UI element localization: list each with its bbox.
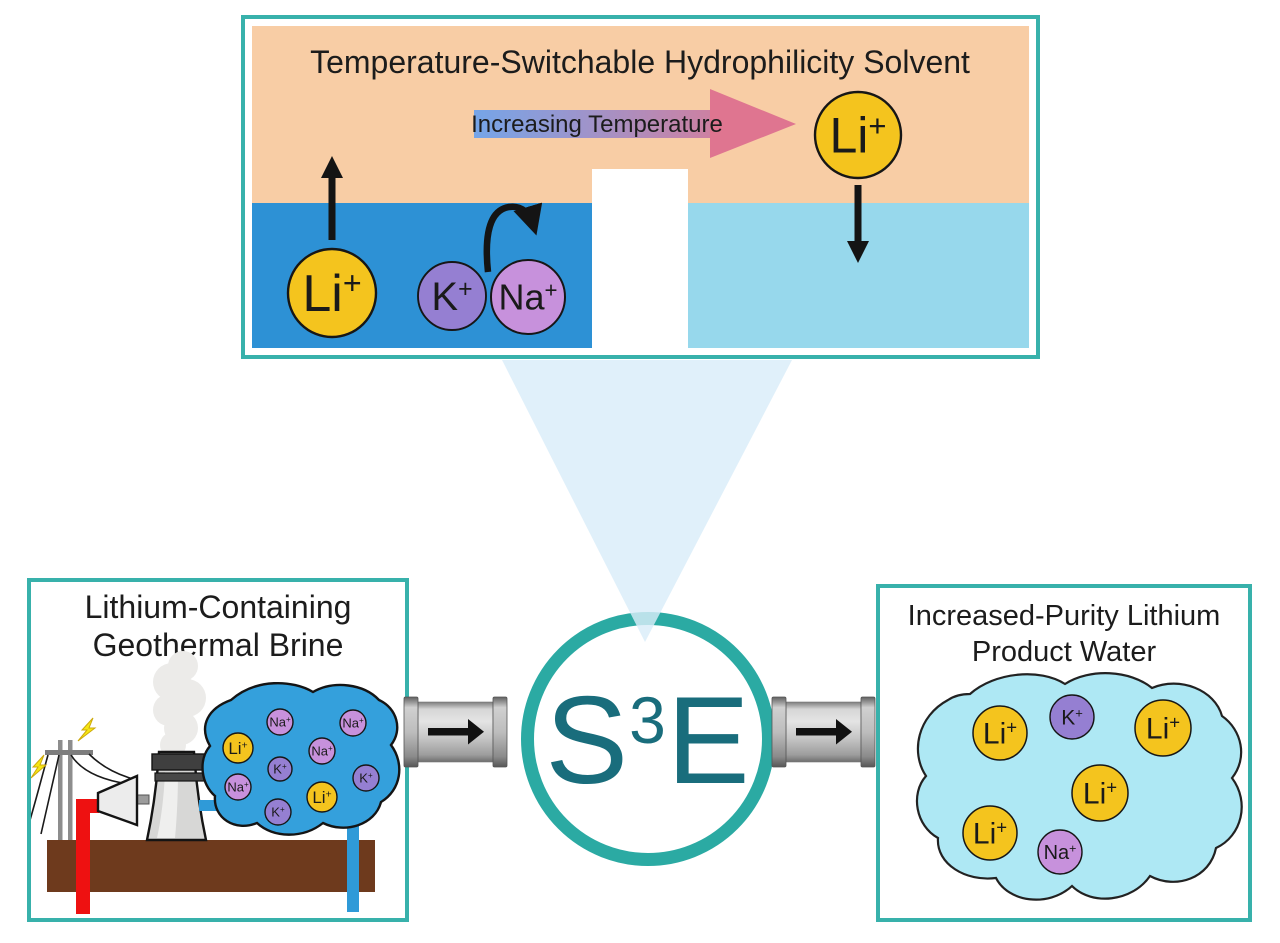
lightning-bolt-icon <box>77 717 97 742</box>
cooling-tower-highlight <box>157 772 178 838</box>
solvent-panel-graphic: Temperature-Switchable Hydrophilicity So… <box>252 26 1029 348</box>
pipe-inlet <box>403 696 508 768</box>
solvent-panel-title: Temperature-Switchable Hydrophilicity So… <box>310 44 970 80</box>
ion-label: Na+ <box>342 716 364 731</box>
cell-divider <box>592 169 688 348</box>
steam-cloud-icon <box>153 651 206 758</box>
tower-band <box>154 772 205 782</box>
ion-label: Li+ <box>302 265 361 323</box>
ion-na: Na+ <box>224 773 252 801</box>
product-panel-title-line2: Product Water <box>972 636 1157 668</box>
product-panel: Increased-Purity Lithium Product Water L… <box>876 584 1252 922</box>
brine-ions: Na+ Na+ Li+ Na+ K+ Na+ K+ Li+ K+ <box>222 708 380 826</box>
ion-label: Li+ <box>312 788 331 807</box>
flow-arrow-icon <box>428 719 484 745</box>
pipe-flange-left <box>403 696 419 768</box>
brine-panel-title-line1: Lithium-Containing <box>85 589 352 625</box>
ion-na: Na+ <box>266 708 294 736</box>
solvent-panel: Temperature-Switchable Hydrophilicity So… <box>241 15 1040 359</box>
product-panel-title-line1: Increased-Purity Lithium <box>908 600 1221 632</box>
solvent-panel-ions: Li+ K+ Na+ Li+ <box>286 90 903 339</box>
ion-label: Na+ <box>311 744 333 759</box>
flow-arrow-icon <box>796 719 852 745</box>
ion-na: Na+ <box>490 259 566 335</box>
pipe-flange-left <box>771 696 787 768</box>
ion-li: Li+ <box>962 805 1018 861</box>
tower-band <box>151 753 208 771</box>
brine-panel-title-line2: Geothermal Brine <box>93 627 344 663</box>
ion-label: Na+ <box>227 780 249 795</box>
ion-li: Li+ <box>813 90 903 180</box>
ion-li: Li+ <box>286 247 378 339</box>
brine-panel: Lithium-Containing Geothermal Brine <box>27 578 409 922</box>
ion-label: K+ <box>1061 705 1083 729</box>
ion-rejection-curved-arrow-icon <box>483 202 543 273</box>
ion-na: Na+ <box>308 737 336 765</box>
s3e-label: S3E <box>545 679 750 803</box>
ion-na: Na+ <box>339 709 367 737</box>
increasing-temperature-arrow: Increasing Temperature <box>471 89 796 158</box>
s3e-label-s: S <box>545 672 630 810</box>
brine-well-pipe <box>347 814 359 912</box>
s3e-label-e: E <box>666 672 751 810</box>
lightning-bolt-icon <box>31 754 48 779</box>
ion-li: Li+ <box>306 781 338 813</box>
ion-k: K+ <box>1049 694 1095 740</box>
turbine-icon <box>96 774 139 827</box>
ion-label: Na+ <box>1044 841 1077 864</box>
ion-label: Li+ <box>983 717 1017 751</box>
ion-na: Na+ <box>1037 829 1083 875</box>
ground <box>47 840 375 892</box>
ion-k: K+ <box>267 756 293 782</box>
pipe-flange-right <box>492 696 508 768</box>
s3e-unit: S3E <box>521 612 775 866</box>
ion-label: Na+ <box>498 277 557 318</box>
li-extraction-up-arrow-icon <box>321 156 343 240</box>
ion-li: Li+ <box>1134 699 1192 757</box>
ion-k: K+ <box>264 798 292 826</box>
pipe-outlet <box>771 696 876 768</box>
product-ions: Li+ K+ Li+ Li+ Li+ Na+ <box>962 694 1192 875</box>
hot-brine-pipe <box>76 799 99 914</box>
product-panel-graphic: Increased-Purity Lithium Product Water L… <box>908 600 1243 901</box>
ion-label: Li+ <box>1083 777 1117 811</box>
ion-label: Li+ <box>228 739 247 758</box>
ion-label: K+ <box>431 275 472 319</box>
ion-label: K+ <box>271 805 285 820</box>
ion-li: Li+ <box>972 705 1028 761</box>
funnel-beam-shape <box>502 360 792 642</box>
temp-arrow-label: Increasing Temperature <box>471 111 723 138</box>
li-release-down-arrow-icon <box>847 185 869 263</box>
temp-arrow-head-icon <box>710 89 796 158</box>
geothermal-plant <box>31 651 375 914</box>
ion-label: Li+ <box>829 108 886 164</box>
funnel-beam <box>502 360 792 642</box>
ion-label: K+ <box>359 771 373 786</box>
ion-label: Na+ <box>269 715 291 730</box>
ion-k: K+ <box>417 261 487 331</box>
ion-label: Li+ <box>1146 712 1180 746</box>
s3e-label-sup3: 3 <box>629 683 667 757</box>
ion-label: Li+ <box>973 817 1007 851</box>
ion-k: K+ <box>352 764 380 792</box>
brine-panel-graphic: Lithium-Containing Geothermal Brine <box>31 589 401 914</box>
ion-li: Li+ <box>222 732 254 764</box>
ion-label: K+ <box>273 762 287 777</box>
pipe-flange-right <box>860 696 876 768</box>
ion-li: Li+ <box>1071 764 1129 822</box>
